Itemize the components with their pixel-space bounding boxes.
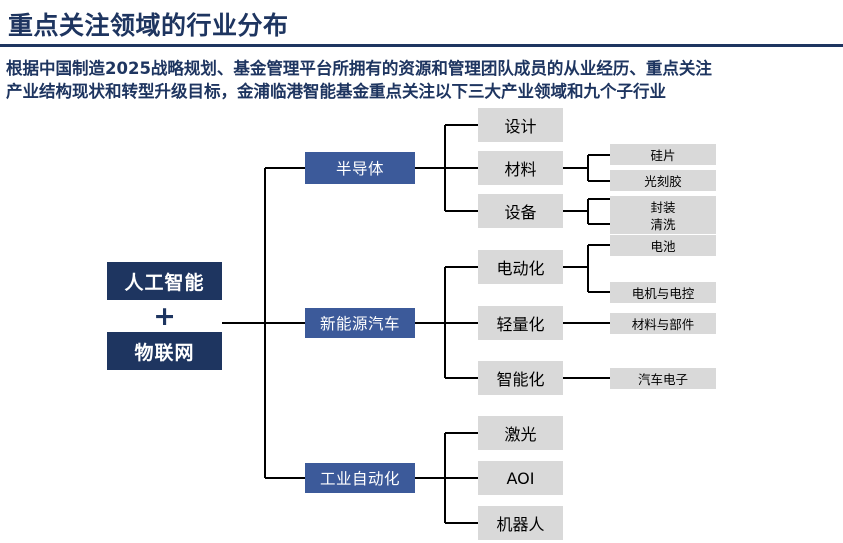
child-node-lightweight[interactable]: 轻量化 [478, 306, 563, 340]
root-node-iot[interactable]: 物联网 [107, 332, 222, 370]
child-node-material-label: 材料 [504, 160, 537, 179]
child-node-intelligent-label: 智能化 [496, 370, 545, 389]
leaf-node-motor-control[interactable]: 电机与电控 [610, 282, 716, 303]
child-node-design[interactable]: 设计 [478, 108, 563, 142]
leaf-node-photoresist[interactable]: 光刻胶 [610, 170, 716, 191]
child-node-aoi[interactable]: AOI [478, 461, 563, 495]
root-node-ai-label: 人工智能 [124, 271, 205, 294]
leaf-node-battery[interactable]: 电池 [610, 235, 716, 256]
leaf-node-cleaning-label: 清洗 [650, 217, 676, 232]
leaf-node-silicon-wafer-label: 硅片 [650, 148, 676, 163]
child-node-design-label: 设计 [504, 117, 537, 136]
leaf-node-materials-parts-label: 材料与部件 [631, 317, 695, 332]
branch-node-nev[interactable]: 新能源汽车 [305, 308, 415, 338]
leaf-node-automotive-electronics[interactable]: 汽车电子 [610, 368, 716, 389]
child-node-electrification[interactable]: 电动化 [478, 250, 563, 284]
child-node-lightweight-label: 轻量化 [496, 315, 545, 334]
branch-node-nev-label: 新能源汽车 [319, 315, 400, 333]
branch-node-industrial-automation[interactable]: 工业自动化 [305, 463, 415, 493]
child-node-equipment[interactable]: 设备 [478, 194, 563, 228]
leaf-node-automotive-electronics-label: 汽车电子 [637, 372, 688, 387]
title-divider [0, 44, 843, 47]
root-plus-icon: + [107, 300, 222, 332]
child-node-material[interactable]: 材料 [478, 151, 563, 185]
root-node-ai[interactable]: 人工智能 [107, 262, 222, 300]
leaf-node-packaging[interactable]: 封装 [610, 196, 716, 217]
child-node-intelligent[interactable]: 智能化 [478, 361, 563, 395]
child-node-equipment-label: 设备 [504, 203, 537, 222]
slide-subtitle: 根据中国制造2025战略规划、基金管理平台所拥有的资源和管理团队成员的从业经历、… [6, 57, 843, 103]
leaf-node-silicon-wafer[interactable]: 硅片 [610, 144, 716, 165]
branch-node-semiconductor[interactable]: 半导体 [305, 152, 415, 184]
child-node-aoi-label: AOI [506, 468, 535, 488]
leaf-node-battery-label: 电池 [650, 239, 676, 254]
root-plus-label: + [153, 300, 176, 332]
root-node-iot-label: 物联网 [134, 341, 195, 364]
child-node-laser[interactable]: 激光 [478, 416, 563, 450]
leaf-node-cleaning[interactable]: 清洗 [610, 213, 716, 234]
branch-node-semiconductor-label: 半导体 [335, 160, 384, 178]
leaf-node-packaging-label: 封装 [650, 200, 676, 215]
leaf-node-photoresist-label: 光刻胶 [644, 174, 682, 189]
child-node-robot[interactable]: 机器人 [478, 506, 563, 540]
child-node-laser-label: 激光 [504, 425, 537, 444]
branch-node-industrial-automation-label: 工业自动化 [319, 470, 400, 488]
page-title: 重点关注领域的行业分布 [8, 11, 289, 40]
child-node-robot-label: 机器人 [496, 515, 545, 534]
leaf-node-motor-control-label: 电机与电控 [631, 286, 695, 301]
child-node-electrification-label: 电动化 [496, 259, 545, 278]
subtitle-line-2: 产业结构现状和转型升级目标，金浦临港智能基金重点关注以下三大产业领域和九个子行业 [6, 82, 666, 101]
leaf-node-materials-parts[interactable]: 材料与部件 [610, 313, 716, 334]
subtitle-line-1: 根据中国制造2025战略规划、基金管理平台所拥有的资源和管理团队成员的从业经历、… [6, 59, 712, 78]
